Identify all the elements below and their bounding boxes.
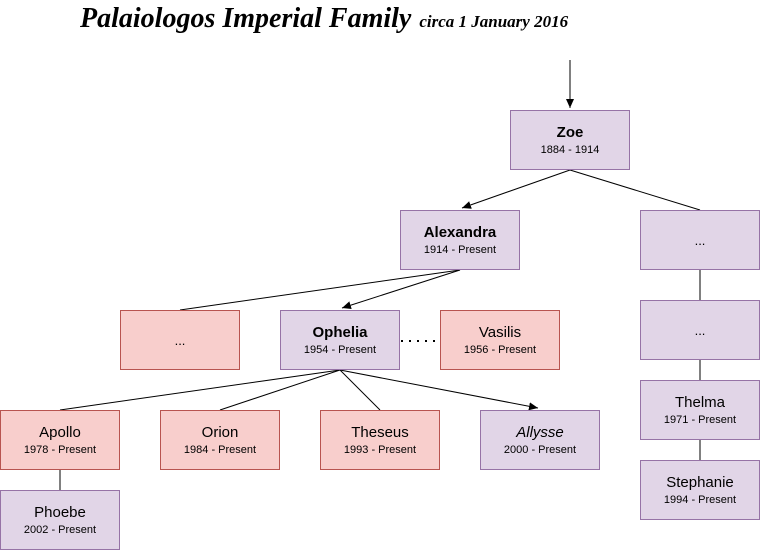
node-name: ...: [174, 332, 186, 348]
node-years: 1914 - Present: [423, 243, 497, 256]
node-name: Thelma: [674, 393, 726, 411]
node-right-unknown-1: ...: [640, 210, 760, 270]
node-name: Theseus: [351, 423, 409, 441]
node-name: Vasilis: [478, 323, 522, 341]
node-name: ...: [694, 232, 706, 248]
edge-ophelia-theseus: [339, 369, 381, 411]
node-alexandra: Alexandra 1914 - Present: [400, 210, 520, 270]
edge-ophelia-orion: [219, 369, 341, 411]
node-name: Orion: [201, 423, 239, 441]
diagram-title: Palaiologos Imperial Family circa 1 Janu…: [80, 3, 568, 35]
edge-ophelia-apollo: [59, 369, 341, 411]
node-years: 2000 - Present: [503, 443, 577, 456]
node-years: 2002 - Present: [23, 523, 97, 536]
node-years: 1971 - Present: [663, 413, 737, 426]
node-stephanie: Stephanie 1994 - Present: [640, 460, 760, 520]
edge-zoe-alexandra: [461, 169, 571, 209]
node-name: Allysse: [516, 423, 564, 441]
node-zoe: Zoe 1884 - 1914: [510, 110, 630, 170]
node-years: 1954 - Present: [303, 343, 377, 356]
node-phoebe: Phoebe 2002 - Present: [0, 490, 120, 550]
node-years: 1993 - Present: [343, 443, 417, 456]
edge-alexandra-left-unknown: [179, 269, 461, 311]
node-years: 1984 - Present: [183, 443, 257, 456]
node-theseus: Theseus 1993 - Present: [320, 410, 440, 470]
node-years: 1978 - Present: [23, 443, 97, 456]
title-subtitle: circa 1 January 2016: [419, 12, 569, 31]
node-years: 1956 - Present: [463, 343, 537, 356]
node-vasilis: Vasilis 1956 - Present: [440, 310, 560, 370]
edge-alexandra-ophelia: [341, 269, 461, 310]
title-main: Palaiologos Imperial Family: [80, 3, 412, 34]
node-name: Apollo: [39, 423, 81, 441]
node-right-unknown-2: ...: [640, 300, 760, 360]
node-name: Ophelia: [312, 323, 368, 341]
edge-zoe-right-unknown: [569, 169, 701, 211]
edge-ophelia-allysse: [339, 369, 539, 411]
node-orion: Orion 1984 - Present: [160, 410, 280, 470]
node-name: Zoe: [556, 123, 584, 141]
node-years: 1884 - 1914: [540, 143, 600, 156]
node-ophelia: Ophelia 1954 - Present: [280, 310, 400, 370]
node-name: Alexandra: [423, 223, 497, 241]
node-name: Phoebe: [34, 503, 86, 521]
node-left-unknown: ...: [120, 310, 240, 370]
node-apollo: Apollo 1978 - Present: [0, 410, 120, 470]
node-name: Stephanie: [666, 473, 734, 491]
node-allysse: Allysse 2000 - Present: [480, 410, 600, 470]
node-name: ...: [694, 322, 706, 338]
node-thelma: Thelma 1971 - Present: [640, 380, 760, 440]
node-years: 1994 - Present: [663, 493, 737, 506]
